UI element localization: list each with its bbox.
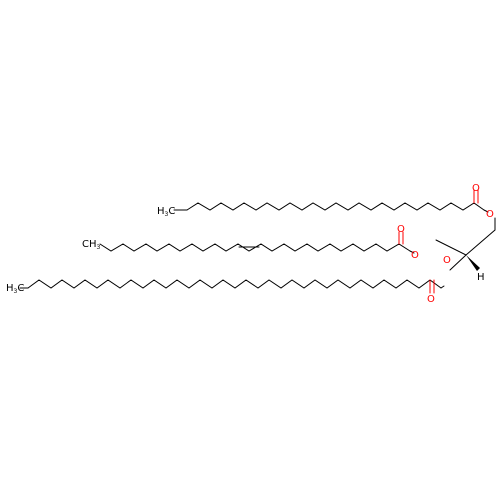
carbonyl-group-1	[473, 189, 479, 204]
backbone-bond-4	[449, 254, 467, 271]
methyl-label-docosanoyl: H3C	[6, 283, 24, 295]
ester-oxygen-1: O	[486, 209, 494, 220]
chain-stearoyl-bonds	[186, 202, 485, 211]
carbonyl-oxygen-3: O	[427, 294, 435, 305]
methyl-label-stearoyl: H3C	[157, 206, 175, 218]
backbone-bond-2	[465, 229, 496, 256]
chain-stearoyl	[173, 202, 485, 211]
glycerol-backbone	[409, 209, 496, 289]
ester-oxygen-3: O	[443, 255, 451, 266]
stereo-hydrogen: H	[477, 272, 485, 283]
ester-oxygen-2: O	[411, 250, 419, 261]
carbonyl-group-3	[429, 279, 435, 294]
methyl-label-oleoyl: CH3	[82, 239, 101, 251]
stereo-wedge	[466, 255, 480, 271]
ester-o-link-3	[440, 285, 445, 289]
ester-o-link-2	[409, 250, 415, 254]
ester-o-link-1	[483, 209, 489, 213]
carbonyl-group-2	[398, 231, 404, 245]
chain-docosanoyl-bonds	[27, 279, 442, 289]
backbone-bond-3	[435, 239, 467, 256]
chain-oleoyl	[99, 243, 411, 252]
chain-docosanoyl	[19, 279, 442, 289]
carbonyl-oxygen-2: O	[397, 224, 405, 235]
carbonyl-oxygen-1: O	[472, 183, 480, 194]
